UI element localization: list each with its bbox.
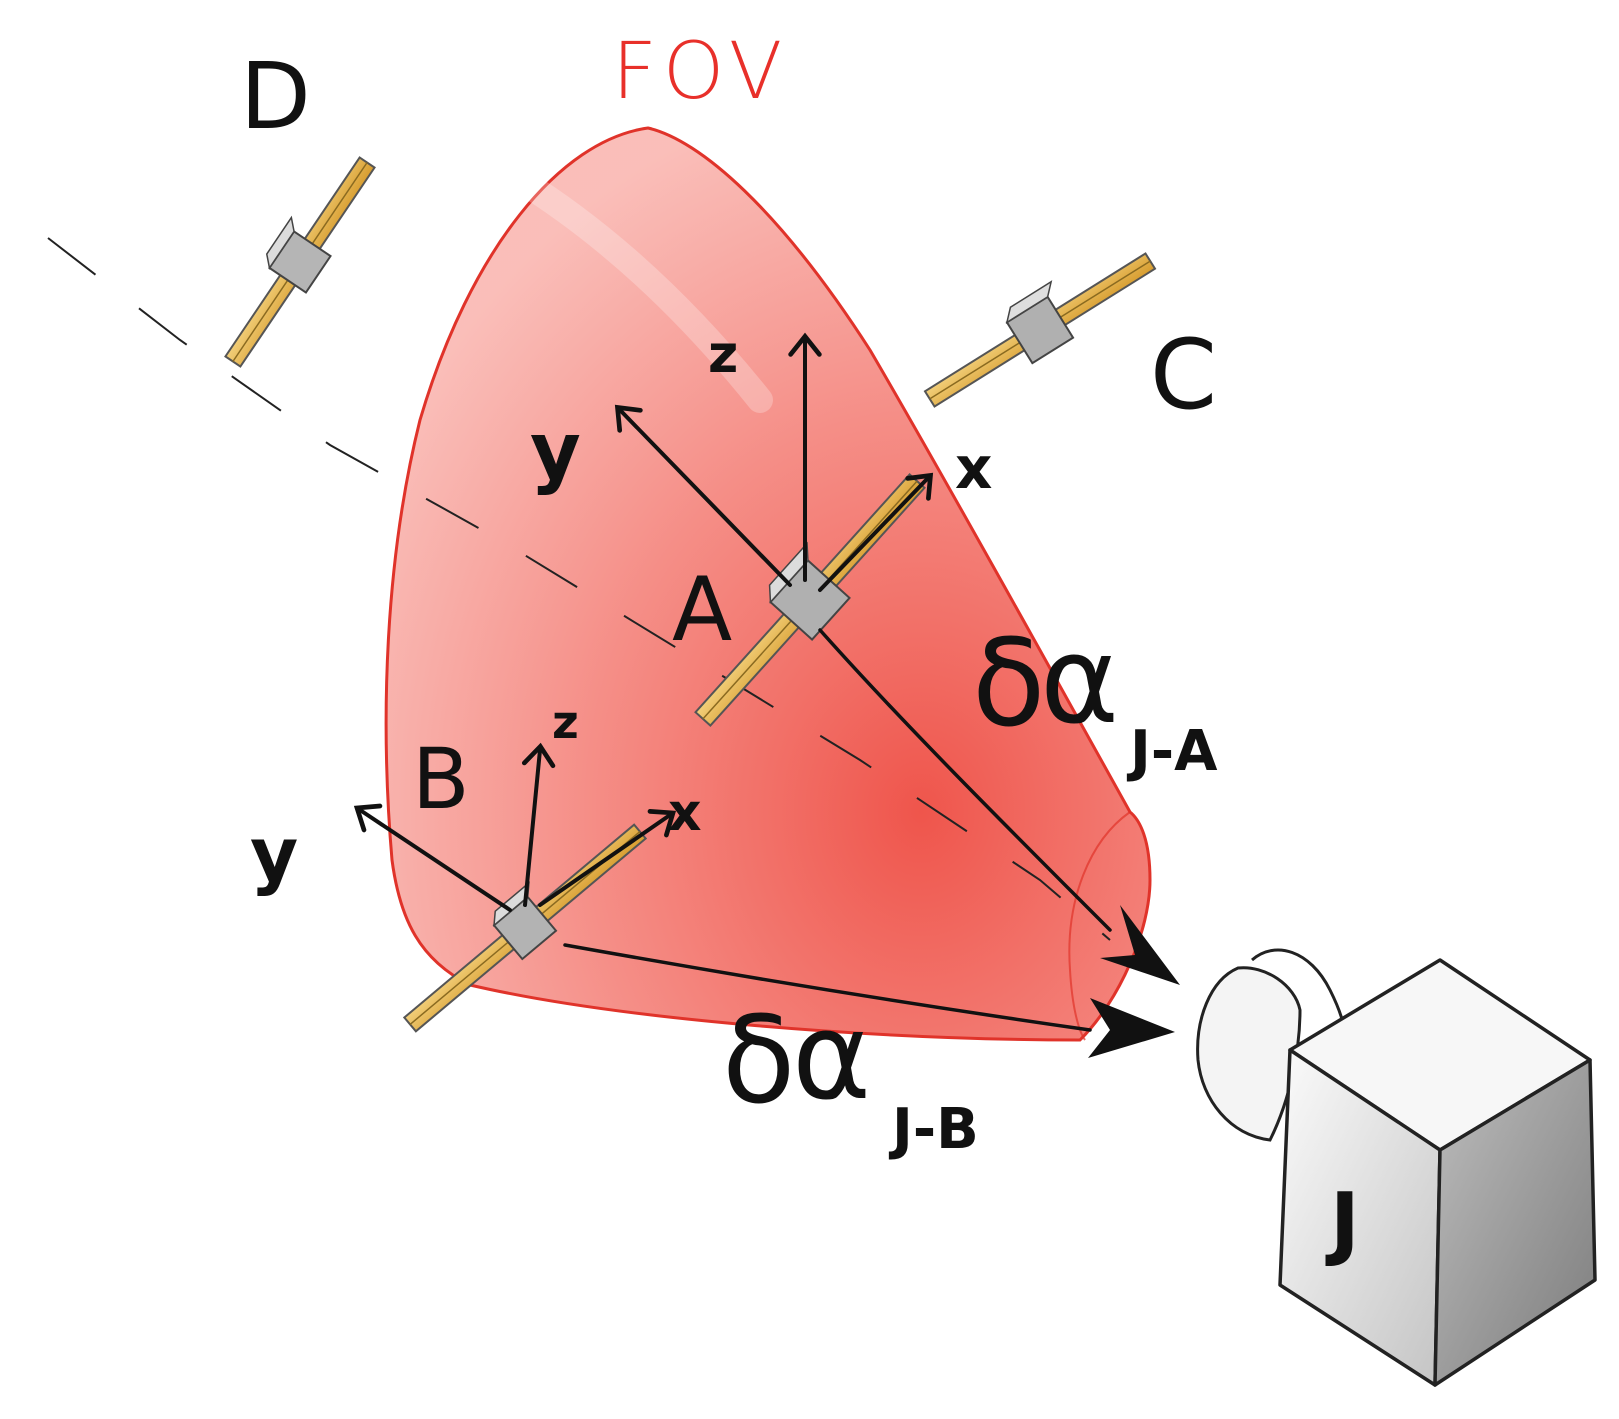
fov-label: FOV bbox=[612, 27, 788, 117]
axis-b-x-arrow bbox=[538, 809, 677, 907]
axis-a-y-label: y bbox=[530, 407, 581, 497]
svg-text:J-A: J-A bbox=[1126, 719, 1218, 784]
satellite-b-label: B bbox=[412, 730, 470, 828]
axis-b-x-label: x bbox=[668, 783, 702, 843]
svg-text:δ: δ bbox=[722, 992, 795, 1131]
fov-cone bbox=[384, 126, 1152, 1042]
axis-b-y-arrow bbox=[353, 803, 512, 912]
svg-text:δ: δ bbox=[972, 615, 1045, 754]
axis-a-x-arrow bbox=[818, 472, 934, 592]
ground-station-j bbox=[1196, 948, 1597, 1387]
satellite-c bbox=[923, 252, 1157, 408]
line-of-sight-a bbox=[818, 628, 1180, 985]
axis-a-x-label: x bbox=[955, 434, 992, 502]
axis-b-y-label: y bbox=[250, 812, 298, 898]
delta-alpha-jb-label: δ α J-B bbox=[722, 988, 979, 1162]
axis-a-y-arrow bbox=[614, 404, 792, 587]
svg-text:α: α bbox=[1040, 612, 1119, 751]
satellite-d bbox=[224, 156, 376, 368]
line-of-sight-b bbox=[563, 943, 1175, 1058]
svg-text:α: α bbox=[792, 988, 871, 1127]
svg-text:J-B: J-B bbox=[888, 1097, 979, 1162]
satellite-b bbox=[353, 742, 677, 1033]
satellite-c-label: C bbox=[1150, 319, 1217, 431]
delta-alpha-ja-label: δ α J-A bbox=[972, 612, 1218, 784]
satellite-a-label: A bbox=[672, 558, 732, 661]
ground-station-j-label: J bbox=[1325, 1176, 1360, 1269]
satellite-a bbox=[614, 332, 934, 728]
satellite-d-label: D bbox=[240, 43, 311, 150]
antenna-dish bbox=[1196, 966, 1302, 1142]
axis-b-z-label: z bbox=[552, 695, 579, 749]
axis-a-z-label: z bbox=[708, 325, 738, 385]
axis-b-z-arrow bbox=[521, 742, 556, 907]
